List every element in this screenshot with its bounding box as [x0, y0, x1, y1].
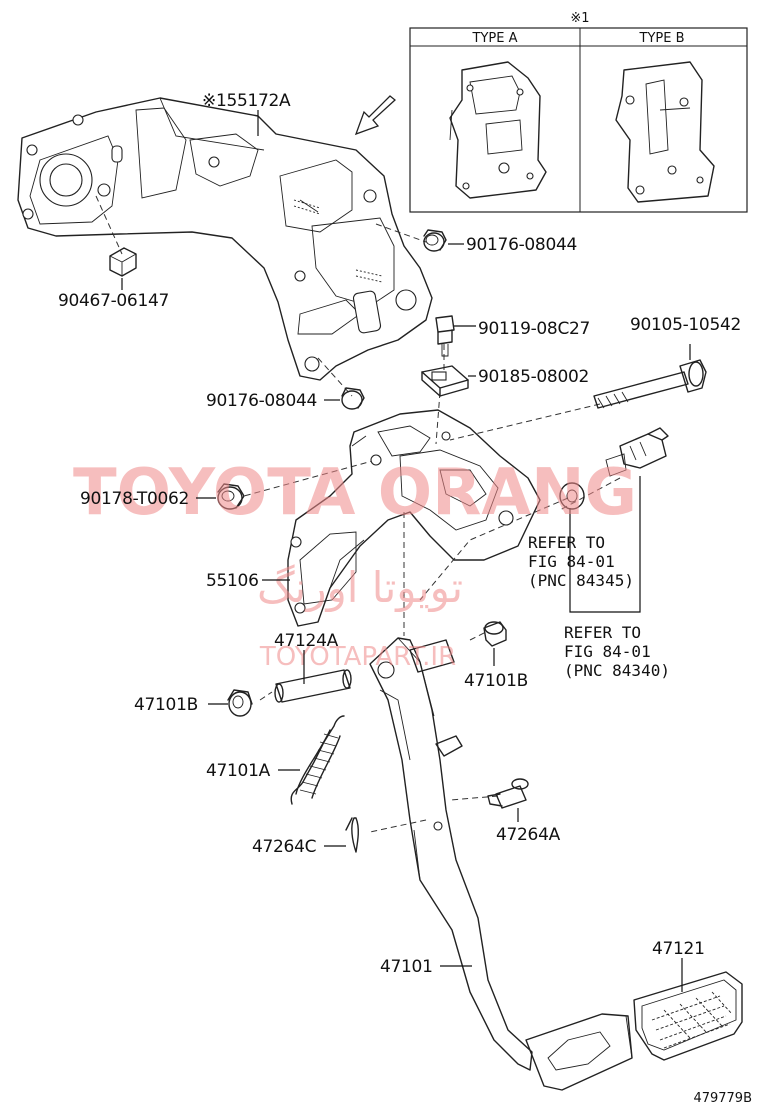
refer-1-line-2: FIG 84-01	[528, 552, 615, 571]
label-nut-lower-left: 90176-08044	[206, 391, 317, 411]
pin-47264a-drawing	[487, 778, 529, 809]
label-nut-upper-right: 90176-08044	[466, 235, 577, 255]
label-nut-front: 90178-T0062	[80, 489, 189, 509]
watermark: TOYOTA ORANG تویوتا اورنگ TOYOTAPART.IR	[73, 456, 637, 672]
spring-47101a-drawing	[290, 715, 345, 805]
view-direction-arrow	[354, 95, 397, 136]
label-bush-right: 47101B	[464, 671, 528, 691]
inset-note-mark: ※1	[570, 11, 589, 26]
type-inset: ※1 TYPE A TYPE B	[409, 11, 748, 213]
label-bracket-55172a: ※155172A	[202, 91, 291, 111]
nut-90176-08044-upper-drawing	[423, 229, 447, 252]
pedal-pad-47121-drawing	[633, 971, 743, 1061]
refer-brackets	[569, 476, 641, 613]
sleeve-47124a-drawing	[274, 639, 455, 703]
long-bolt-90105-10542-drawing	[593, 359, 707, 409]
part-labels: ※155172A 90176-08044 90467-06147 90119-0…	[58, 91, 741, 977]
pedal-47101-drawing	[369, 637, 633, 1091]
bracket-55172a-drawing	[17, 97, 433, 381]
label-leaders	[121, 110, 691, 992]
label-long-bolt: 90105-10542	[630, 315, 741, 335]
label-pedal-pad: 47121	[652, 939, 705, 959]
clip-47264c-drawing	[345, 817, 359, 853]
label-nut-upper-left: 90467-06147	[58, 291, 169, 311]
label-clip: 47264C	[252, 837, 316, 857]
type-a-bracket-drawing	[449, 61, 547, 199]
refer-1-line-3: (PNC 84345)	[528, 571, 634, 590]
assembly-guide-lines	[95, 195, 621, 833]
refer-note-84340: REFER TO FIG 84-01 (PNC 84340)	[564, 623, 670, 680]
figure-id: 479779B	[693, 1091, 752, 1106]
watermark-main: TOYOTA ORANG	[73, 456, 637, 530]
inset-type-b-label: TYPE B	[639, 31, 685, 46]
nut-90467-06147-drawing	[109, 247, 137, 277]
switch-nut-drawing	[559, 482, 585, 510]
label-sleeve: 47124A	[274, 631, 339, 651]
label-pin: 47264A	[496, 825, 561, 845]
bolt-90119-08c27-drawing	[435, 315, 455, 357]
support-55106-drawing	[287, 409, 541, 627]
refer-2-line-1: REFER TO	[564, 623, 641, 642]
label-support: 55106	[206, 571, 259, 591]
label-pedal: 47101	[380, 957, 433, 977]
label-bolt-small: 90119-08C27	[478, 319, 590, 339]
refer-2-line-2: FIG 84-01	[564, 642, 651, 661]
stop-lamp-switch-drawing	[605, 427, 669, 477]
refer-1-line-1: REFER TO	[528, 533, 605, 552]
retainer-90185-08002-drawing	[421, 365, 469, 397]
label-nut-retainer: 90185-08002	[478, 367, 589, 387]
inset-type-a-label: TYPE A	[472, 31, 518, 46]
label-bush-left: 47101B	[134, 695, 198, 715]
watermark-site: TOYOTAPART.IR	[259, 642, 456, 672]
nut-90176-08044-lower-drawing	[341, 387, 365, 410]
nut-90178-t0062-drawing	[217, 483, 245, 510]
watermark-persian: تویوتا اورنگ	[257, 563, 463, 612]
refer-2-line-3: (PNC 84340)	[564, 661, 670, 680]
bush-47101b-right-drawing	[483, 621, 507, 647]
label-spring: 47101A	[206, 761, 271, 781]
refer-note-84345: REFER TO FIG 84-01 (PNC 84345)	[528, 533, 634, 590]
bush-47101b-left-drawing	[227, 689, 253, 717]
type-b-bracket-drawing	[615, 61, 715, 203]
